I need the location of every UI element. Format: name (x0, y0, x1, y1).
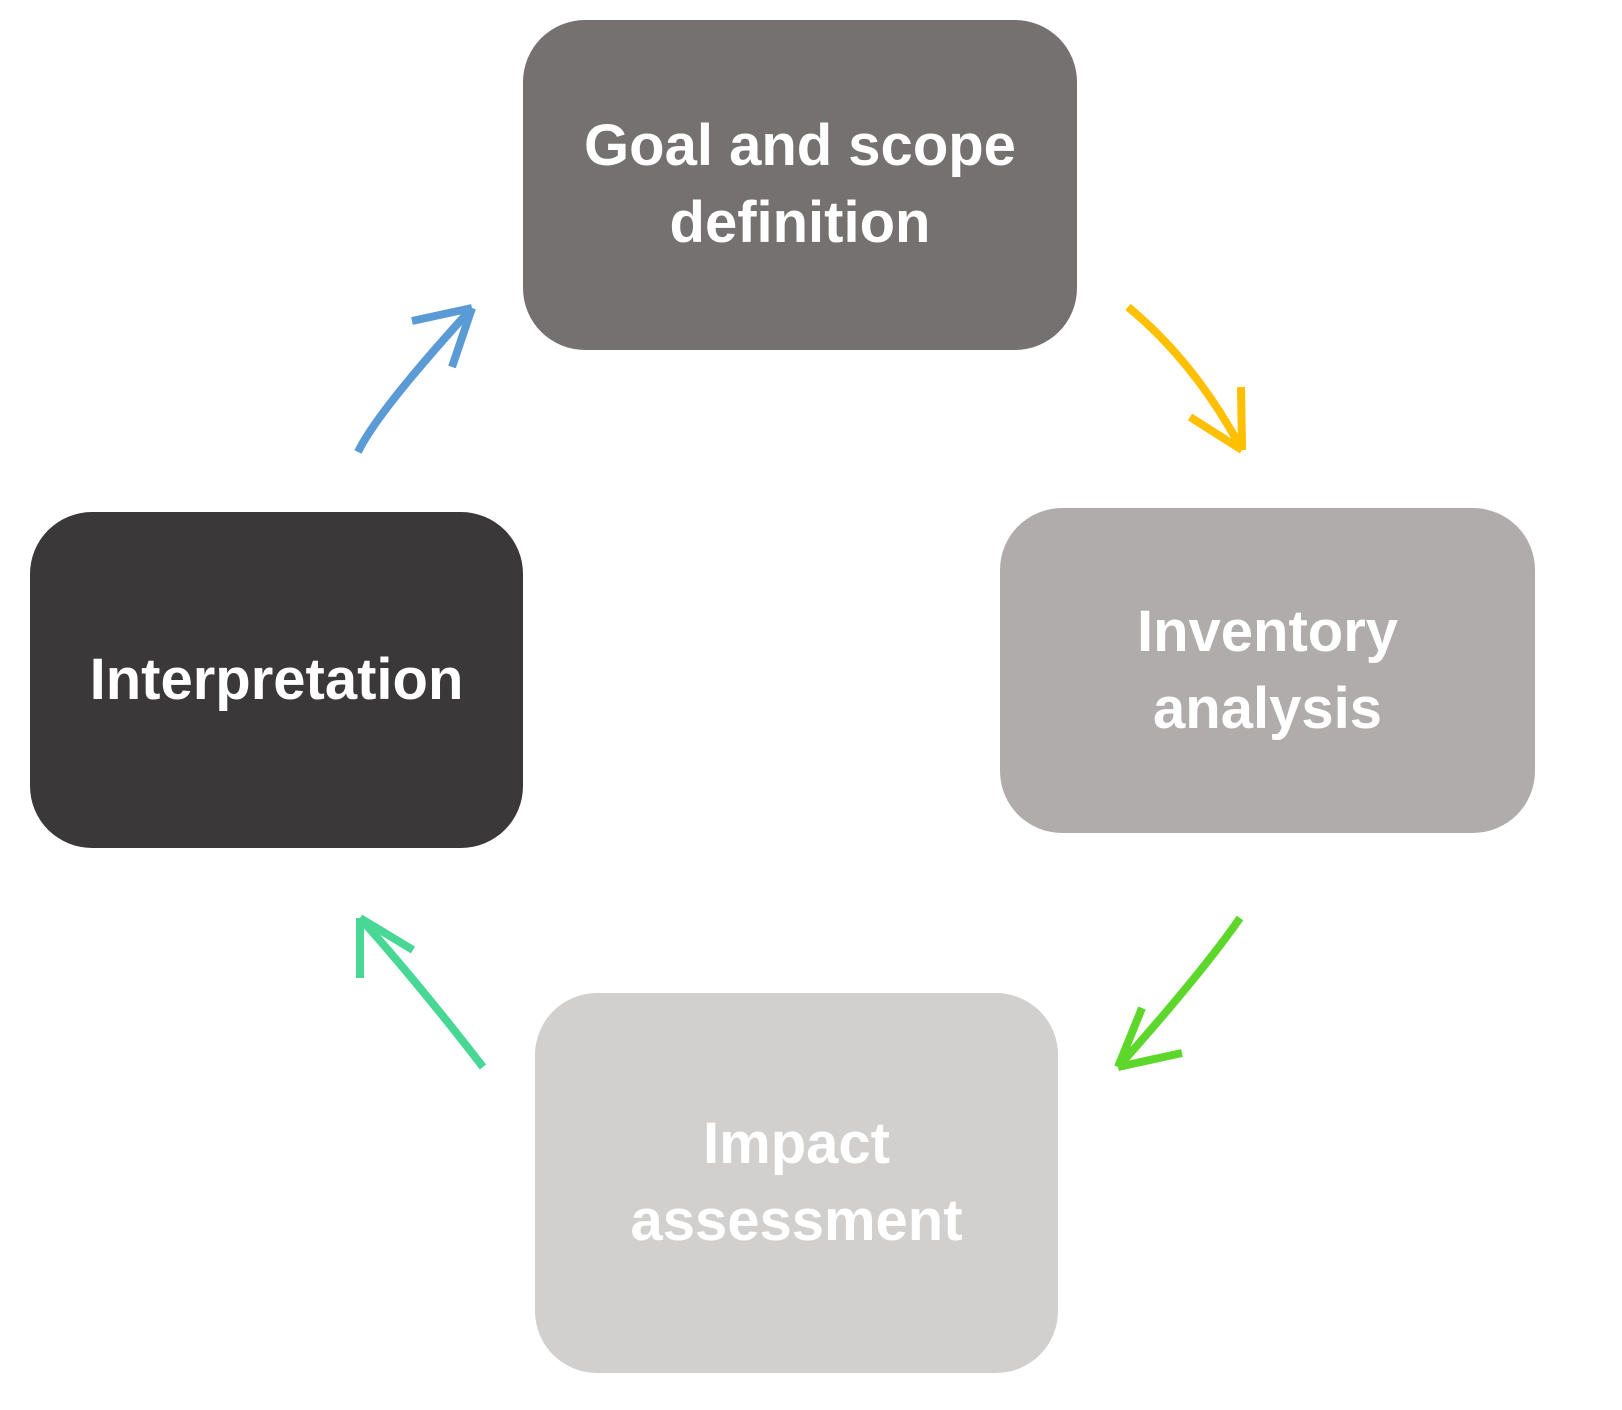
node-impact-assessment-label: Impact assessment (630, 1111, 963, 1253)
node-interpretation-label: Interpretation (89, 646, 464, 712)
node-goal-and-scope-definition-label: Goal and scope definition (584, 113, 1016, 255)
node-goal-and-scope-definition: Goal and scope definition (523, 20, 1077, 350)
arrow-interpretation-to-goal-icon (354, 304, 476, 454)
node-inventory-analysis: Inventory analysis (1000, 508, 1535, 833)
node-inventory-analysis-label: Inventory analysis (1136, 598, 1399, 741)
node-interpretation: Interpretation (30, 512, 523, 848)
arrow-impact-to-interpretation-icon (356, 914, 487, 1070)
node-impact-assessment: Impact assessment (535, 993, 1058, 1373)
arrow-inventory-to-impact-icon (1114, 915, 1244, 1071)
arrow-goal-to-inventory-icon (1125, 303, 1246, 454)
